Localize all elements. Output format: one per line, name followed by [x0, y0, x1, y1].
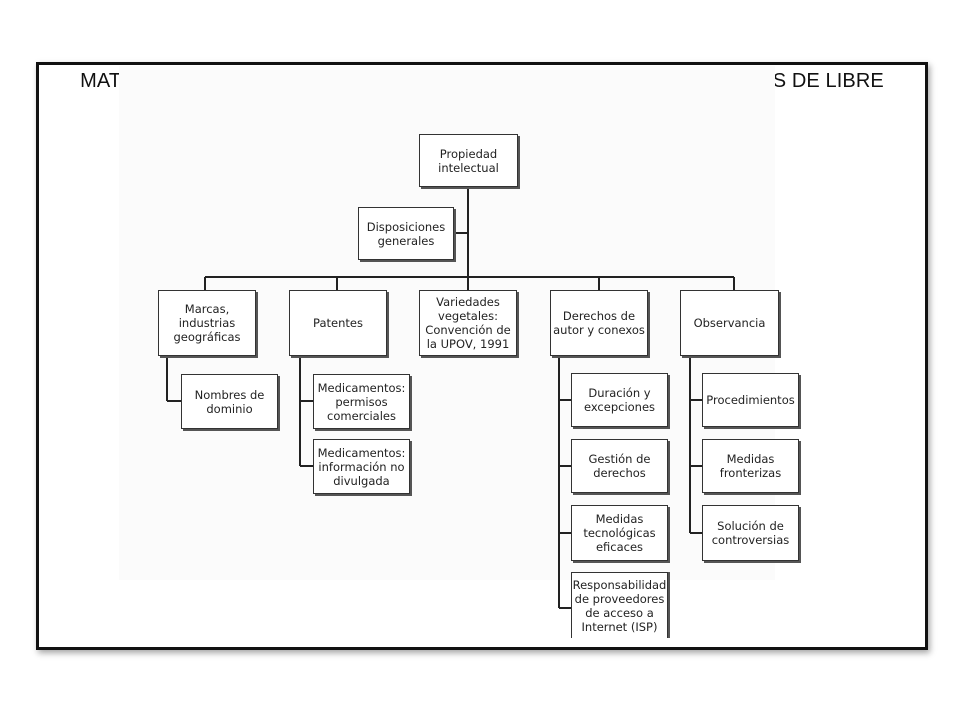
node-patentes: Patentes [289, 290, 387, 356]
node-derechos-autor: Derechos de autor y conexos [550, 290, 648, 356]
node-duracion-excepciones: Duración y excepciones [571, 373, 668, 427]
node-observancia: Observancia [680, 290, 779, 356]
node-marcas: Marcas, industrias geográficas [158, 290, 256, 356]
node-variedades-vegetales: Variedades vegetales: Convención de la U… [419, 290, 517, 356]
node-propiedad-intelectual: Propiedad intelectual [419, 134, 518, 187]
node-medidas-fronterizas: Medidas fronterizas [702, 439, 799, 493]
node-medidas-tecnologicas: Medidas tecnológicas eficaces [571, 505, 668, 561]
node-solucion-controversias: Solución de controversias [702, 505, 799, 561]
node-responsabilidad-isp: Responsabilidad de proveedores de acceso… [571, 572, 668, 638]
node-nombres-dominio: Nombres de dominio [181, 374, 278, 429]
node-medicamentos-informacion: Medicamentos: información no divulgada [313, 439, 410, 494]
node-procedimientos: Procedimientos [702, 373, 799, 427]
node-disposiciones-generales: Disposiciones generales [358, 207, 454, 260]
node-gestion-derechos: Gestión de derechos [571, 439, 668, 493]
node-medicamentos-permisos: Medicamentos: permisos comerciales [313, 374, 410, 429]
